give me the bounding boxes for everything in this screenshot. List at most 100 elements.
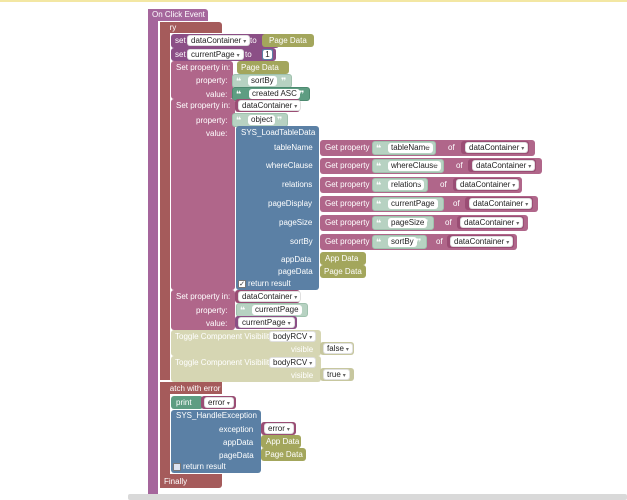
chevron-down-icon: ▾ [236, 53, 240, 59]
quote-close-icon: ❞ [297, 305, 303, 315]
set-property-block-3[interactable] [171, 290, 235, 330]
dropdown-text: dataContainer [242, 101, 293, 110]
variable-dropdown-datacontainer-2[interactable]: dataContainer▾ [238, 100, 302, 111]
sys-handle-exception-block[interactable] [171, 410, 261, 473]
variable-dropdown-datacontainer[interactable]: dataContainer▾ [456, 179, 520, 190]
quote-open-icon: ❝ [236, 115, 242, 125]
param-pagedata: pageData [278, 267, 313, 276]
string-block-currentpage[interactable]: ❝ currentPage ❞ [372, 197, 444, 211]
string-block-whereclause[interactable]: ❝ whereClause ❞ [372, 159, 444, 173]
page-data-block-4[interactable] [261, 448, 306, 461]
string-value[interactable]: sortBy [248, 76, 277, 86]
app-data-block-2[interactable] [261, 435, 301, 448]
get-property-label: Get property [325, 180, 370, 189]
variable-dropdown-datacontainer[interactable]: dataContainer▾ [465, 142, 529, 153]
quote-close-icon: ❞ [417, 180, 423, 190]
get-property-label: Get property [325, 199, 370, 208]
page-data-block-2[interactable] [237, 61, 289, 74]
page-data-block-1[interactable] [262, 34, 314, 47]
string-block-relations[interactable]: ❝ relations ❞ [372, 178, 428, 192]
dropdown-text: dataContainer [464, 218, 515, 227]
set-property-in-label-1: Set property in: [176, 63, 231, 72]
set-property-block-2[interactable] [171, 99, 235, 290]
print-block[interactable] [171, 396, 203, 409]
chevron-down-icon: ▾ [512, 183, 516, 189]
set-property-block-1[interactable] [171, 61, 233, 99]
finally-header[interactable] [160, 474, 222, 488]
boolean-dropdown-true[interactable]: true▾ [323, 369, 350, 380]
variable-dropdown-error-2[interactable]: error▾ [264, 423, 294, 434]
component-dropdown-bodyrcv-1[interactable]: bodyRCV▾ [269, 331, 317, 342]
string-value[interactable]: pageSize [388, 218, 428, 228]
string-value[interactable]: whereClause [388, 161, 441, 171]
variable-dropdown-datacontainer-1[interactable]: dataContainer▾ [187, 35, 251, 46]
chevron-down-icon: ▾ [243, 39, 247, 45]
return-result-checkbox-2[interactable] [173, 463, 181, 471]
string-block-currentpage-2[interactable]: ❝ currentPage ❞ [236, 303, 308, 317]
string-block-sortby[interactable]: ❝ sortBy ❞ [232, 74, 292, 88]
chevron-down-icon: ▾ [516, 221, 520, 227]
variable-dropdown-currentpage-2[interactable]: currentPage▾ [238, 317, 295, 328]
string-value[interactable]: created ASC [249, 89, 300, 99]
string-value[interactable]: tableName [388, 143, 433, 153]
chevron-down-icon: ▾ [294, 295, 298, 301]
sys-load-table-data-block[interactable] [236, 126, 319, 290]
variable-dropdown-currentpage[interactable]: currentPage▾ [187, 49, 244, 60]
dropdown-text: dataContainer [454, 237, 505, 246]
variable-dropdown-datacontainer[interactable]: dataContainer▾ [460, 217, 524, 228]
string-block-sortby-2[interactable]: ❝ sortBy ❞ [372, 235, 427, 249]
set-property-in-label-3: Set property in: [176, 292, 231, 301]
page-data-block-3[interactable] [320, 265, 366, 278]
string-value[interactable]: object [248, 115, 276, 125]
of-label: of [436, 237, 443, 246]
chevron-down-icon: ▾ [287, 321, 291, 327]
number-one-block[interactable]: 1 [262, 49, 273, 60]
param-pagesize: pageSize [279, 218, 313, 227]
string-block-tablename[interactable]: ❝ tableName ❞ [372, 141, 436, 155]
boolean-dropdown-false[interactable]: false▾ [323, 343, 353, 354]
try-block-header[interactable] [160, 22, 222, 33]
dropdown-text: currentPage [242, 318, 286, 327]
component-dropdown-bodyrcv-2[interactable]: bodyRCV▾ [269, 357, 317, 368]
quote-close-icon: ❞ [281, 76, 287, 86]
app-data-label-2: App Data [266, 437, 300, 446]
quote-open-icon: ❝ [376, 199, 382, 209]
sys-handle-label: SYS_HandleException [176, 411, 257, 420]
return-result-checkbox-1[interactable]: ✓ [238, 280, 246, 288]
chevron-down-icon: ▾ [342, 373, 346, 379]
visible-label-1: visible [291, 345, 314, 354]
string-value[interactable]: currentPage [388, 199, 438, 209]
chevron-down-icon: ▾ [521, 146, 525, 152]
variable-dropdown-datacontainer[interactable]: dataContainer▾ [472, 160, 536, 171]
variable-dropdown-datacontainer[interactable]: dataContainer▾ [450, 236, 514, 247]
property-label-3: property: [196, 306, 228, 315]
quote-open-icon: ❝ [376, 143, 382, 153]
dropdown-text: dataContainer [469, 143, 520, 152]
param-exception: exception [219, 425, 254, 434]
horizontal-scrollbar[interactable] [128, 494, 627, 500]
string-block-object[interactable]: ❝ object ❞ [232, 113, 288, 127]
string-value[interactable]: currentPage [252, 305, 302, 315]
string-block-pagesize[interactable]: ❝ pageSize ❞ [372, 216, 434, 230]
variable-dropdown-datacontainer[interactable]: dataContainer▾ [469, 198, 533, 209]
on-click-event-block[interactable] [148, 9, 158, 500]
quote-open-icon: ❝ [236, 89, 242, 99]
on-click-event-header[interactable] [148, 9, 208, 21]
string-value[interactable]: sortBy [388, 237, 417, 247]
catch-with-error-header[interactable] [160, 382, 222, 394]
dropdown-text: bodyRCV [273, 358, 308, 367]
param-tablename: tableName [274, 143, 313, 152]
try-label: Try [165, 23, 177, 32]
quote-close-icon: ❞ [416, 237, 422, 247]
param-pagedata-2: pageData [219, 451, 254, 460]
string-value[interactable]: relations [388, 180, 425, 190]
app-data-block-1[interactable] [320, 252, 366, 265]
return-result-label-2: return result [183, 462, 226, 471]
quote-open-icon: ❝ [376, 161, 382, 171]
chevron-down-icon: ▾ [528, 164, 532, 170]
variable-dropdown-error-1[interactable]: error▾ [204, 397, 234, 408]
of-label: of [453, 199, 460, 208]
visible-label-2: visible [291, 371, 314, 380]
quote-open-icon: ❝ [376, 237, 382, 247]
variable-dropdown-datacontainer-3[interactable]: dataContainer▾ [238, 291, 302, 302]
